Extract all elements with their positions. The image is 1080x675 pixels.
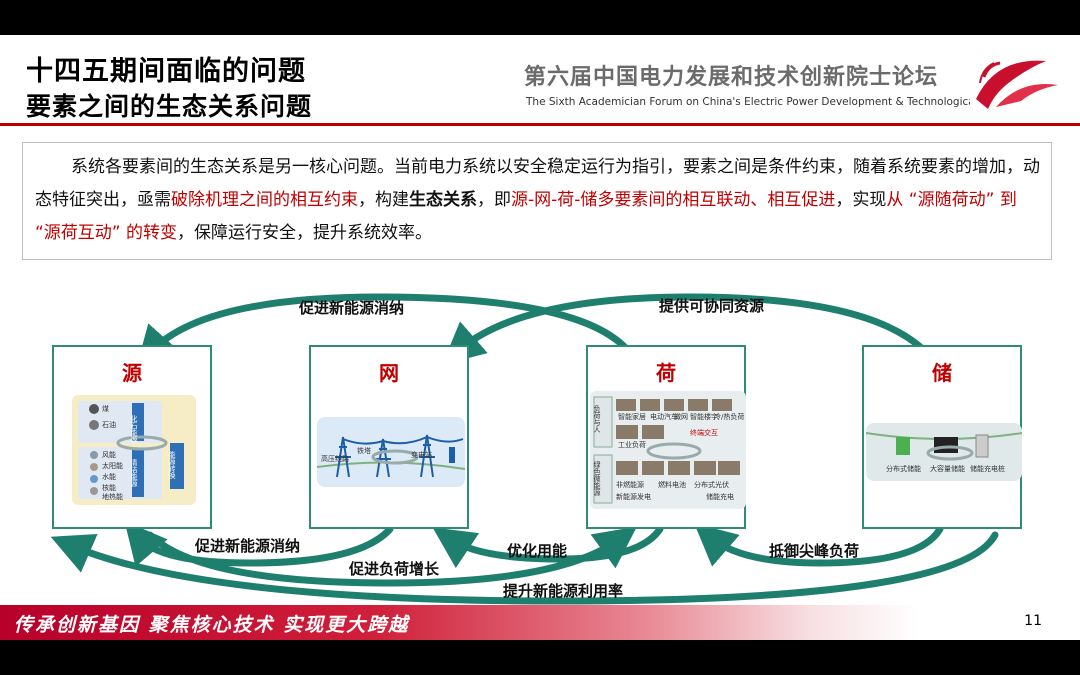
intro-text-4: ，实现 — [835, 190, 887, 210]
load-illustration: 负荷与人 智能家居 电动汽车 微网 智能楼宇 冷/热负荷 工业负荷 终端交互 绿… — [590, 391, 746, 509]
box-storage-title: 储 — [932, 361, 952, 385]
label-top-right: 提供可协同资源 — [659, 297, 765, 315]
load-lbl-fuelcell: 燃料电池 — [658, 480, 686, 489]
load-lbl-people: 负荷与人 — [593, 404, 601, 433]
arrow-storage-to-source — [50, 531, 999, 605]
box-grid-title: 网 — [379, 361, 399, 385]
src-lbl-geo: 地热能 — [102, 492, 123, 501]
slide: 十四五期间面临的问题 要素之间的生态关系问题 第六届中国电力发展和技术创新院士论… — [0, 35, 1080, 640]
forum-name-en: The Sixth Academician Forum on China's E… — [526, 96, 1037, 108]
intro-highlight-2: 源-网-荷-储多要素间的相互联动、相互促进 — [511, 190, 836, 210]
label-bottom-right: 抵御尖峰负荷 — [769, 542, 860, 560]
footer-slogan: 传承创新基因 聚焦核心技术 实现更大跨越 — [14, 614, 410, 636]
intro-highlight-1: 破除机理之间的相互约束 — [171, 190, 358, 210]
load-lbl-thermal: 冷/热负荷 — [714, 412, 744, 421]
load-lbl-nonfuel: 非燃能源 — [616, 480, 644, 489]
box-grid: 网 高压线路 铁塔 变电站 — [309, 345, 469, 529]
intro-text-1: 系统各要素间的生态关系是另一核心问题。当前电力系统以安全稳定运行为指引，要素之间… — [35, 157, 1040, 210]
load-lbl-home: 智能家居 — [618, 412, 646, 421]
arrow-storage-to-load — [694, 523, 944, 567]
grid-lbl-line: 高压线路 — [321, 454, 349, 463]
src-lbl-coal: 煤 — [102, 404, 109, 413]
load-lbl-interact: 终端交互 — [690, 428, 718, 437]
load-lbl-ev: 电动汽车 — [650, 412, 678, 421]
load-lbl-pv: 分布式光伏 — [694, 480, 729, 489]
intro-text-5: ，保障运行安全，提升系统效率。 — [177, 223, 433, 243]
grid-illustration: 高压线路 铁塔 变电站 — [317, 417, 465, 487]
arrow-source-to-load — [146, 526, 637, 587]
load-lbl-storage-charge: 储能充电 — [706, 492, 734, 501]
src-lbl-convert: 能源转换 — [168, 450, 176, 480]
load-lbl-green: 绿色微能源 — [593, 460, 601, 497]
slide-subtitle: 要素之间的生态关系问题 — [26, 92, 313, 121]
storage-lbl-large: 大容量储能 — [930, 464, 965, 473]
source-illustration: 煤 石油 化石能源 风能 太阳能 水能 核能 地热能 清洁能源 能源转换 — [72, 395, 196, 505]
box-load-title: 荷 — [656, 361, 676, 385]
load-lbl-industry: 工业负荷 — [618, 440, 646, 449]
src-lbl-wind: 风能 — [102, 450, 116, 459]
label-bottom-wide: 提升新能源利用率 — [503, 582, 624, 600]
forum-logo — [970, 55, 1062, 117]
src-lbl-nuclear: 核能 — [102, 483, 116, 492]
storage-lbl-charger: 储能充电桩 — [970, 464, 1005, 473]
label-top-left: 促进新能源消纳 — [299, 299, 405, 317]
load-lbl-newenergy: 新能源发电 — [616, 492, 651, 501]
src-lbl-hydro: 水能 — [102, 472, 116, 481]
label-bottom-mid2: 促进负荷增长 — [349, 560, 440, 578]
box-storage: 储 分布式储能 大容量储能 储能充电桩 — [862, 345, 1022, 529]
arrow-storage-to-grid — [442, 293, 944, 375]
intro-bold: 生态关系 — [409, 190, 477, 210]
label-bottom-left: 促进新能源消纳 — [195, 537, 301, 555]
box-source-title: 源 — [122, 361, 142, 385]
arrow-load-to-source — [135, 293, 644, 377]
load-lbl-building: 智能楼宇 — [690, 412, 718, 421]
grid-lbl-substation: 变电站 — [411, 450, 432, 459]
box-load: 荷 负荷与人 智能家居 电动汽车 微网 智能楼宇 冷/热负荷 工业负荷 终端交互 — [586, 345, 746, 529]
label-bottom-mid: 优化用能 — [507, 542, 568, 560]
page-number: 11 — [1024, 613, 1042, 629]
header-divider — [0, 123, 1080, 126]
src-lbl-solar: 太阳能 — [102, 461, 123, 470]
src-lbl-fossil: 化石能源 — [130, 414, 138, 444]
slide-title: 十四五期间面临的问题 — [26, 56, 306, 87]
intro-highlight-3: 从 “源随荷动” 到 “源荷互动” 的转变 — [35, 190, 1017, 243]
intro-text-2: ，构建 — [358, 190, 409, 210]
grid-lbl-tower: 铁塔 — [357, 446, 371, 455]
storage-lbl-distributed: 分布式储能 — [886, 464, 921, 473]
src-lbl-oil: 石油 — [102, 420, 116, 429]
forum-name-cn: 第六届中国电力发展和技术创新院士论坛 — [524, 65, 939, 90]
arrows-layer — [50, 293, 999, 605]
intro-text-3: ，即 — [477, 190, 511, 210]
arrow-load-to-grid — [432, 525, 664, 569]
src-lbl-clean: 清洁能源 — [130, 458, 138, 488]
box-source: 源 煤 石油 化石能源 风能 太阳能 水能 核能 地热能 清洁能源 能源转换 — [52, 345, 212, 529]
intro-text-box: 系统各要素间的生态关系是另一核心问题。当前电力系统以安全稳定运行为指引，要素之间… — [22, 142, 1052, 260]
load-lbl-microgrid: 微网 — [674, 412, 688, 421]
storage-illustration: 分布式储能 大容量储能 储能充电桩 — [866, 423, 1022, 481]
footer-bar: 传承创新基因 聚焦核心技术 实现更大跨越 11 — [0, 605, 1080, 640]
arrow-grid-to-source — [124, 520, 394, 567]
